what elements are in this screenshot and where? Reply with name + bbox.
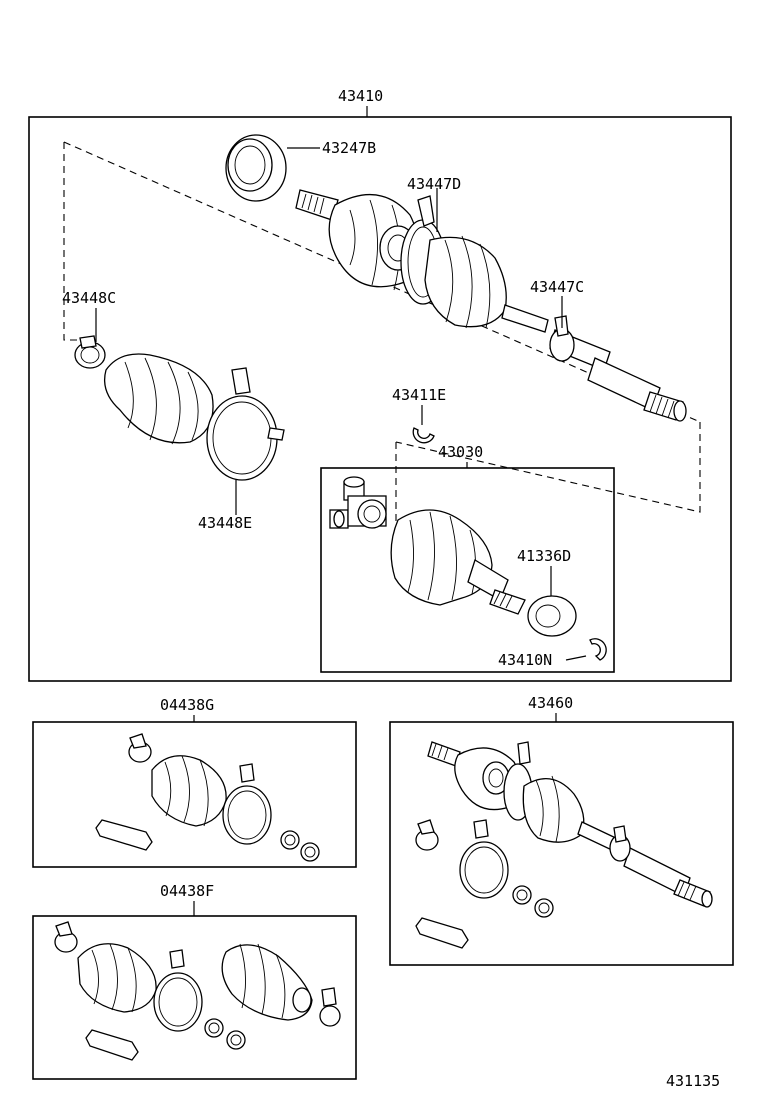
kit-04438f-frame	[32, 915, 357, 1080]
dashed-outline-right	[395, 422, 701, 513]
assembly-43410: 43410 43247B	[28, 87, 732, 682]
kit-04438g: 04438G	[32, 696, 357, 868]
label-43410: 43410	[338, 87, 383, 105]
shaft-43460: 43460	[389, 694, 734, 966]
assembly-43410-frame	[28, 116, 732, 682]
label-41336d: 41336D	[517, 547, 571, 565]
figure-number: 431135	[666, 1072, 720, 1090]
label-43448e: 43448E	[198, 514, 252, 532]
label-43460: 43460	[528, 694, 573, 712]
dashed-outline-left	[63, 142, 80, 341]
label-43447d: 43447D	[407, 175, 461, 193]
label-04438g: 04438G	[160, 696, 214, 714]
drive-shaft-43410: 43447D 43447C	[295, 175, 687, 422]
label-43411e: 43411E	[392, 386, 446, 404]
boot-kit-left: 43448C 43448E	[62, 289, 285, 532]
seal-43247b: 43247B	[225, 134, 376, 202]
label-43447c: 43447C	[530, 278, 584, 296]
label-04438f: 04438F	[160, 882, 214, 900]
grease-tube-icon	[85, 1029, 139, 1061]
grease-tube-icon	[415, 917, 469, 949]
label-43410n: 43410N	[498, 651, 552, 669]
joint-kit-43030: 43030 41336D 43410N	[320, 443, 615, 673]
snap-ring-43411e: 43411E	[392, 386, 446, 444]
grease-tube-icon	[95, 819, 153, 851]
joint-kit-43030-frame	[320, 467, 615, 673]
kit-04438f: 04438F	[32, 882, 357, 1080]
kit-04438g-frame	[32, 721, 357, 868]
label-43448c: 43448C	[62, 289, 116, 307]
shaft-43460-frame	[389, 721, 734, 966]
label-43247b: 43247B	[322, 139, 376, 157]
label-43030: 43030	[438, 443, 483, 461]
